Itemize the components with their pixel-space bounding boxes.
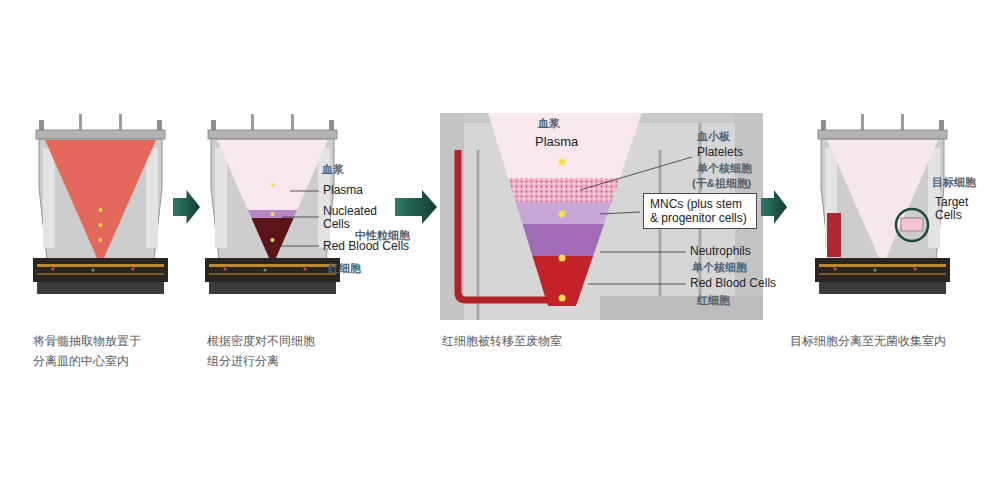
part-label: Nucleated Cells	[323, 205, 385, 231]
chinese-label: 血浆	[538, 117, 560, 129]
flow-arrow	[761, 190, 787, 224]
flow-arrow	[173, 190, 200, 224]
part-label: Plasma	[323, 184, 363, 197]
part-label: Red Blood Cells	[690, 277, 776, 290]
chinese-label: 目标细胞	[932, 176, 976, 188]
part-label: Platelets	[697, 146, 743, 159]
process-panel: 将骨髓抽取物放置于 分离皿的中心室内	[30, 115, 170, 377]
chinese-label: 血小板	[697, 130, 730, 142]
step-caption: 根据密度对不同细胞 组分进行分离	[207, 331, 341, 371]
chinese-label: 红细胞	[328, 262, 361, 274]
callout-box: MNCs (plus stem & progenitor cells)	[643, 193, 757, 229]
part-label: Neutrophils	[690, 245, 751, 258]
step-caption: 红细胞被转移至废物室	[442, 331, 742, 351]
process-panel: 目标细胞分离至无菌收集室内	[790, 115, 960, 377]
chinese-label: (干&祖细胞)	[692, 177, 751, 189]
part-label: Target Cells	[935, 196, 977, 222]
part-label: Red Blood Cells	[323, 240, 409, 253]
box-text: MNCs (plus stem & progenitor cells)	[650, 197, 750, 225]
chinese-label: 单个核细胞	[697, 162, 752, 174]
step-caption: 将骨髓抽取物放置于 分离皿的中心室内	[33, 331, 167, 371]
chinese-label: 单个核细胞	[692, 261, 747, 273]
step-caption: 目标细胞分离至无菌收集室内	[790, 331, 960, 351]
chinese-label: 红细胞	[697, 294, 730, 306]
chinese-label: 血浆	[322, 163, 344, 175]
part-label: Plasma	[535, 134, 578, 149]
flow-arrow	[395, 190, 437, 224]
